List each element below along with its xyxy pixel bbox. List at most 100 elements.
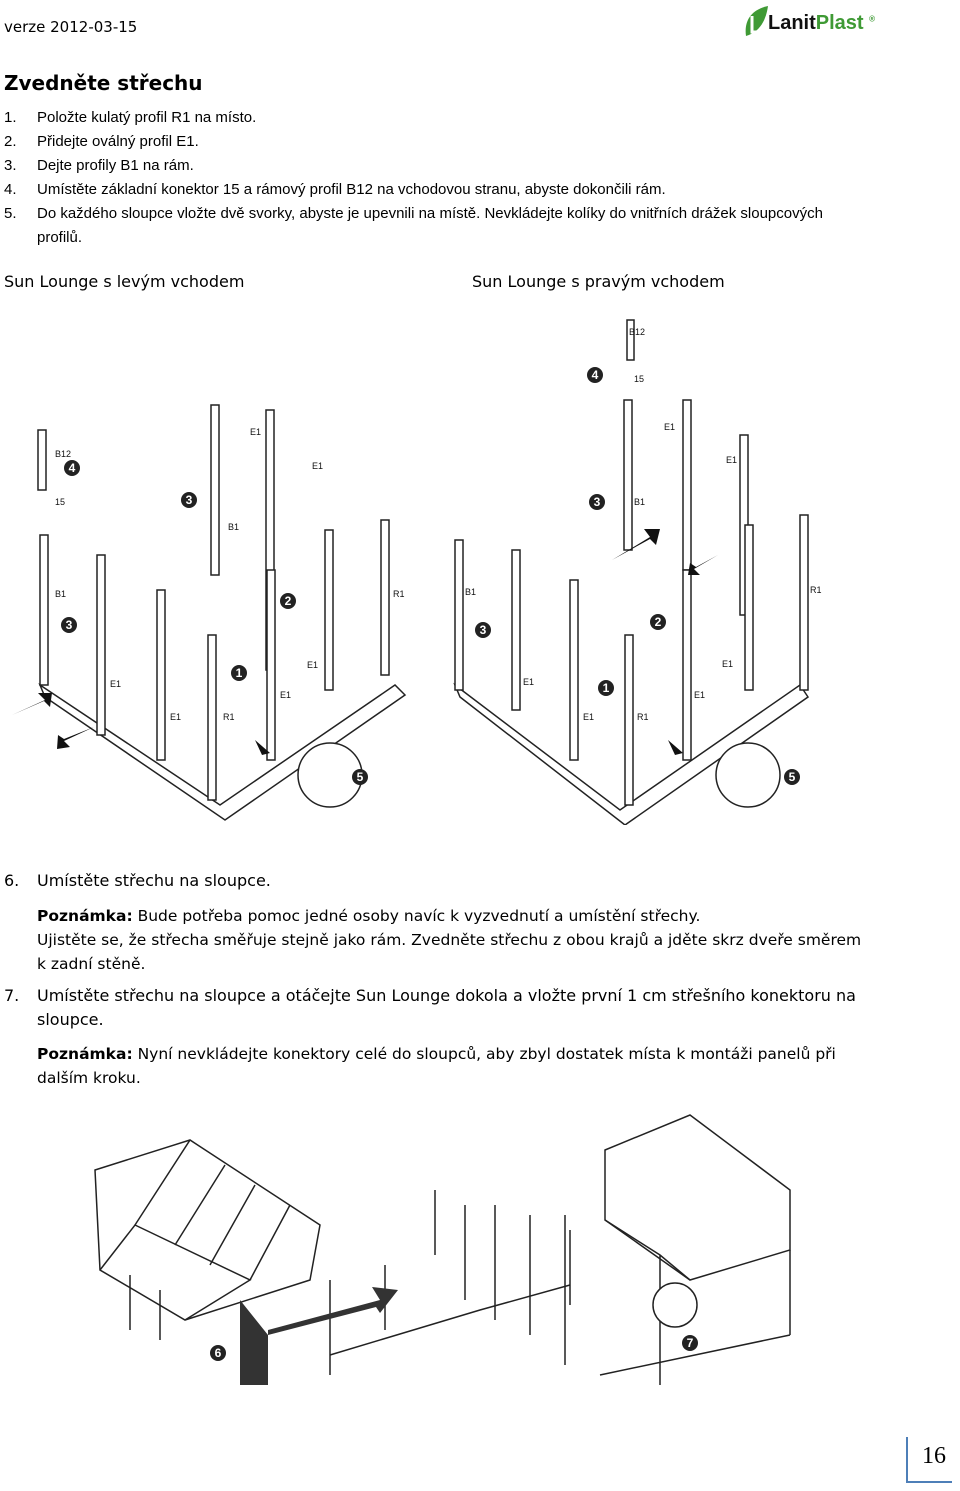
part-label: E1 (523, 677, 534, 687)
arrow-icon (240, 1287, 398, 1385)
note-label: Poznámka: (37, 907, 133, 925)
step-badge: 7 (682, 1335, 698, 1351)
step-number: 1. (4, 109, 17, 126)
part-label: R1 (637, 712, 649, 722)
part-label: B12 (629, 327, 645, 337)
svg-text:4: 4 (69, 461, 76, 475)
post (39, 534, 49, 686)
svg-text:6: 6 (215, 1346, 222, 1360)
svg-text:1: 1 (236, 666, 243, 680)
variant-left-label: Sun Lounge s levým vchodem (4, 272, 245, 291)
frame-base (329, 1284, 571, 1356)
arrow-icon (688, 555, 718, 575)
step-text: Umístěte střechu na sloupce a otáčejte S… (37, 986, 856, 1029)
roof-frame (134, 1139, 291, 1281)
step-badge: 3 (181, 492, 197, 508)
arrow-icon (12, 693, 52, 715)
post (324, 529, 334, 691)
step-badge: 4 (64, 460, 80, 476)
note-step-7: Poznámka: Nyní nevkládejte konektory cel… (37, 1042, 867, 1090)
step-7: 7. Umístěte střechu na sloupce a otáčejt… (4, 984, 864, 1032)
post (623, 399, 633, 551)
part-label: E1 (170, 712, 181, 722)
part-label: R1 (810, 585, 822, 595)
part-label: B1 (634, 497, 645, 507)
part-label: E1 (250, 427, 261, 437)
step-badge: 2 (280, 593, 296, 609)
list-item: 4.Umístěte základní konektor 15 a rámový… (4, 178, 864, 202)
svg-text:4: 4 (592, 368, 599, 382)
part-label: E1 (694, 690, 705, 700)
note-label: Poznámka: (37, 1045, 133, 1063)
step-number: 7. (4, 986, 20, 1005)
part-label: R1 (393, 589, 405, 599)
part-label: R1 (223, 712, 235, 722)
step-number: 2. (4, 133, 17, 150)
part-label: E1 (583, 712, 594, 722)
step-badge: 3 (61, 617, 77, 633)
detail-magnifier (715, 742, 781, 808)
detail-magnifier (652, 1282, 698, 1328)
step-badge: 1 (598, 680, 614, 696)
post (624, 634, 634, 806)
part-label: E1 (307, 660, 318, 670)
variant-right-label: Sun Lounge s pravým vchodem (472, 272, 725, 291)
step-number: 6. (4, 871, 20, 890)
step-6: 6. Umístěte střechu na sloupce. (4, 871, 271, 890)
greenhouse-roof (604, 1114, 791, 1281)
svg-text:5: 5 (357, 770, 364, 784)
post (380, 519, 390, 676)
document-version: verze 2012-03-15 (4, 18, 138, 36)
step-badge: 3 (589, 494, 605, 510)
step-badge: 5 (784, 769, 800, 785)
svg-text:5: 5 (789, 770, 796, 784)
post (210, 404, 220, 576)
post (682, 399, 692, 571)
note-text: Bude potřeba pomoc jedné osoby navíc k v… (132, 907, 701, 925)
list-item: 3. Dejte profily B1 na rám. (4, 154, 864, 178)
post (569, 579, 579, 761)
part-label: B12 (55, 449, 71, 459)
part-label: B1 (465, 587, 476, 597)
note-step-6: Poznámka: Bude potřeba pomoc jedné osoby… (37, 904, 867, 976)
brand-logo: LanitPlast ® (742, 4, 875, 46)
part-label: B1 (228, 522, 239, 532)
part-label: E1 (722, 659, 733, 669)
step-badge: 3 (475, 622, 491, 638)
roof-frame (129, 1275, 161, 1340)
note-text: Nyní nevkládejte konektory celé do sloup… (37, 1045, 836, 1087)
step-badge: 6 (210, 1345, 226, 1361)
part-label: E1 (280, 690, 291, 700)
roof-frame (99, 1224, 252, 1321)
arrow-icon (668, 740, 683, 755)
registered-mark: ® (869, 14, 876, 24)
step-text: Dejte profily B1 na rám. (37, 157, 194, 174)
arrow-icon (255, 740, 270, 755)
post (454, 539, 464, 691)
part-label: 15 (634, 374, 644, 384)
step-text: Umístěte základní konektor 15 a rámový p… (37, 181, 666, 198)
step-text: Položte kulatý profil R1 na místo. (37, 109, 257, 126)
post (207, 634, 217, 801)
post (329, 1190, 571, 1375)
step-badge: 2 (650, 614, 666, 630)
svg-text:3: 3 (594, 495, 601, 509)
frame-assembly-diagram: B12 15 E1 E1 B1 B1 R1 E1 E1 R1 E1 E1 B12… (12, 319, 822, 825)
step-text: Do každého sloupce vložte dvě svorky, ab… (37, 205, 823, 246)
part-label: E1 (110, 679, 121, 689)
step-text: Umístěte střechu na sloupce. (37, 871, 271, 890)
step-badge: 5 (352, 769, 368, 785)
logo-word-2: Plast (815, 12, 864, 34)
step-number: 3. (4, 157, 17, 174)
part-label: B1 (55, 589, 66, 599)
logo-word-1: Lanit (768, 12, 816, 34)
roof-assembly-diagram: 6 7 (94, 1114, 791, 1385)
step-number: 5. (4, 205, 17, 222)
post (96, 554, 106, 736)
post (682, 569, 692, 761)
svg-text:3: 3 (480, 623, 487, 637)
page-number-box: 16 (906, 1437, 952, 1483)
instruction-list: 1.Položte kulatý profil R1 na místo. 2.P… (4, 106, 864, 250)
post (799, 514, 809, 691)
part-label: E1 (312, 461, 323, 471)
